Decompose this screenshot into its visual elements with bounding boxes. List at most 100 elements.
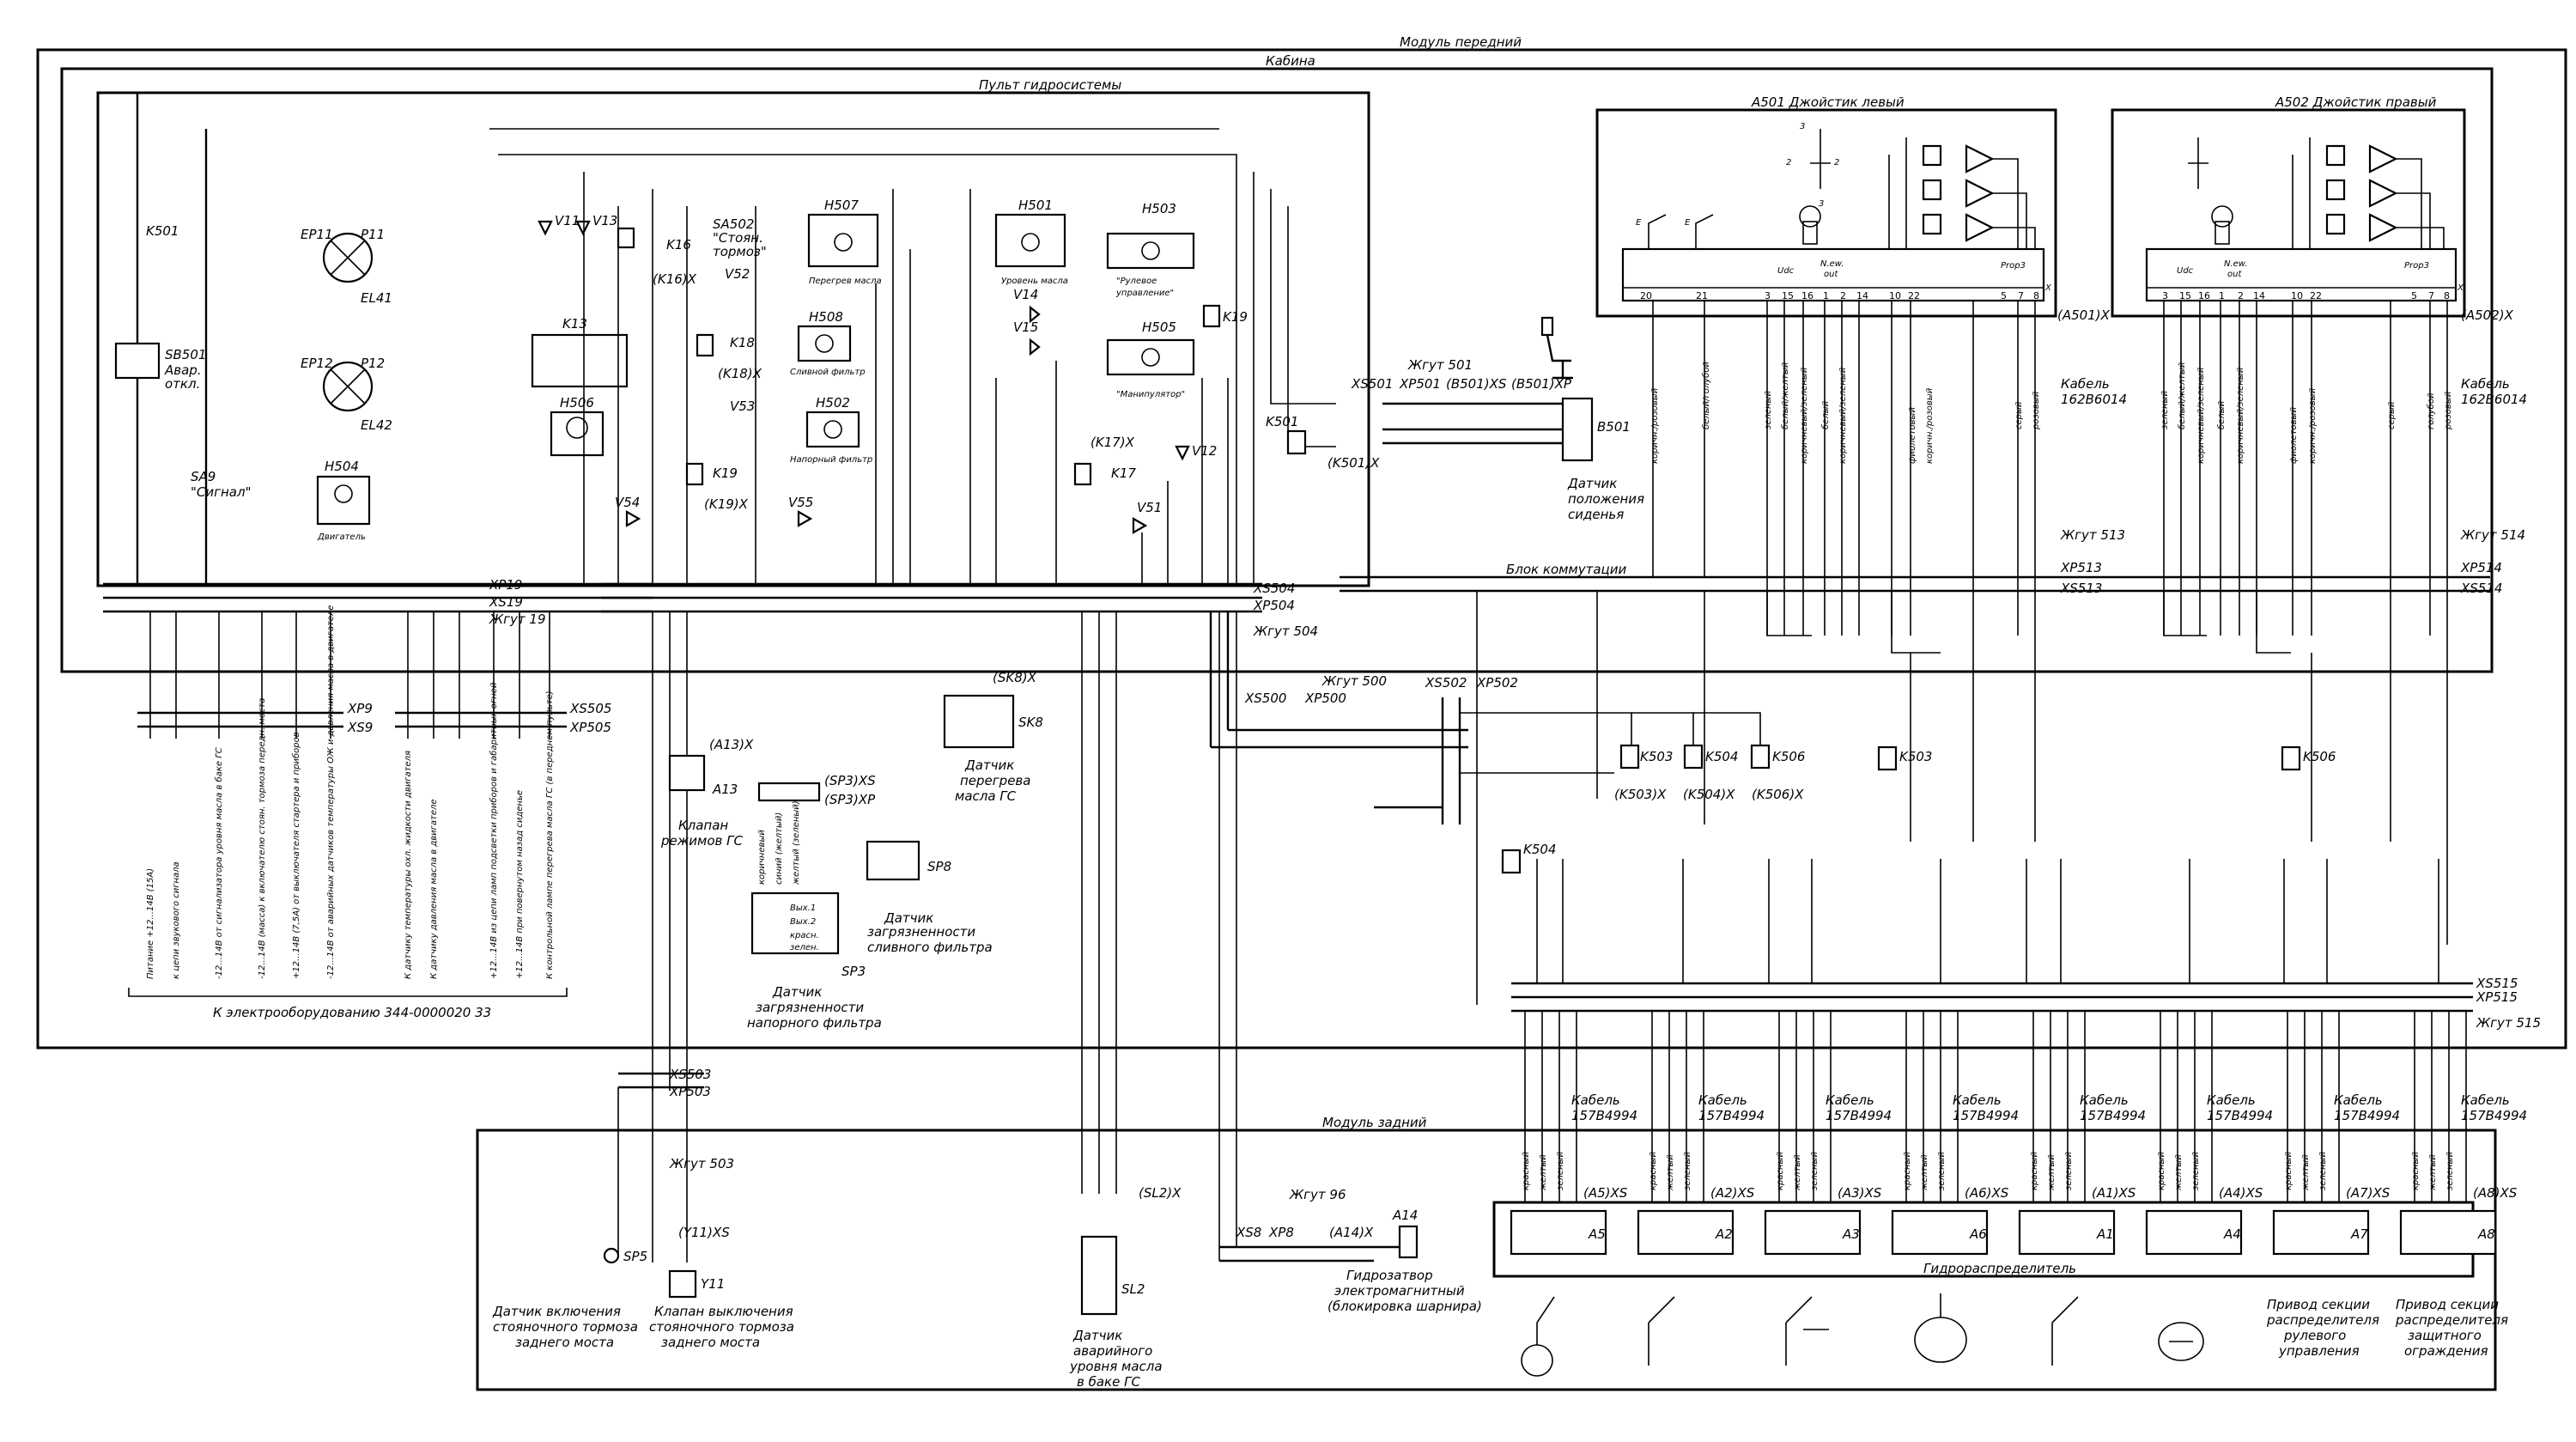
svg-text:"Рулевое: "Рулевое [1116, 277, 1157, 286]
jl-pin-21: 21 [1696, 290, 1708, 301]
svg-text:V55: V55 [788, 495, 813, 510]
section-id: A3 [1842, 1226, 1860, 1242]
rear-module-frame [476, 1129, 2497, 1391]
svg-text:(K506)X: (K506)X [1752, 787, 1804, 802]
svg-text:белый/желтый: белый/желтый [2177, 362, 2187, 429]
k16-relay [617, 227, 635, 249]
svg-text:EP12: EP12 [301, 356, 333, 371]
svg-text:H503: H503 [1142, 201, 1176, 216]
svg-text:XP500: XP500 [1304, 691, 1346, 706]
h505-indicator [1106, 338, 1195, 376]
section-connector-label: (A8)XS [2473, 1185, 2518, 1201]
svg-text:розовый: розовый [2032, 391, 2041, 430]
section-wire-color: красный [1776, 1152, 1785, 1190]
cabin-title: Кабина [1266, 53, 1315, 69]
k504b-relay [1501, 849, 1522, 874]
svg-text:EL41: EL41 [361, 290, 392, 306]
seat-icon [1540, 316, 1573, 380]
jl-pin-10: 10 [1889, 290, 1901, 301]
k506-relay [1750, 744, 1771, 770]
section-id: A8 [2477, 1226, 2495, 1242]
svg-text:K19: K19 [1223, 309, 1248, 325]
section-wire-color: красный [2030, 1152, 2039, 1190]
svg-text:тормоз": тормоз" [713, 244, 767, 259]
jr-pin-10: 10 [2291, 290, 2303, 301]
section-box [2399, 1209, 2497, 1256]
svg-text:Udc: Udc [1777, 266, 1795, 276]
cabin-frame [60, 67, 2494, 673]
svg-text:SP3: SP3 [841, 964, 866, 979]
joystick-cable-wires [1652, 301, 2448, 636]
section-connector-label: (A2)XS [1710, 1185, 1755, 1201]
svg-text:(SK8)X: (SK8)X [993, 670, 1037, 685]
jl-pin-1: 1 [1823, 290, 1829, 301]
jl-pin-16: 16 [1801, 290, 1814, 301]
section-wire-color: желтый [1920, 1154, 1929, 1191]
hydraulic-panel-title: Пульт гидросистемы [979, 77, 1121, 93]
k501-label: K501 [146, 223, 179, 239]
svg-text:SP8: SP8 [927, 859, 951, 874]
svg-text:положения: положения [1568, 491, 1644, 507]
section-box [1891, 1209, 1989, 1256]
section-id: A5 [1588, 1226, 1606, 1242]
svg-text:K501: K501 [1266, 414, 1298, 429]
svg-text:XS515: XS515 [2476, 976, 2518, 991]
note-seat-turned: +12...14В при повернутом назад сиденье [515, 790, 525, 979]
svg-text:3: 3 [1800, 122, 1805, 131]
jl-pin-8: 8 [2033, 290, 2039, 301]
section-wire-color: красный [2157, 1152, 2166, 1190]
svg-text:(K501)X: (K501)X [1327, 455, 1380, 471]
section-cable-label: Кабель [1826, 1092, 1874, 1108]
section-cable-code: 157B4994 [2461, 1108, 2527, 1123]
svg-text:коричневый/зеленый: коричневый/зеленый [2236, 367, 2245, 464]
svg-text:H504: H504 [325, 459, 359, 474]
xs504-label: XS504 [1253, 581, 1295, 596]
svg-text:Сливной фильтр: Сливной фильтр [790, 368, 866, 377]
svg-text:заднего моста: заднего моста [515, 1335, 614, 1350]
svg-text:белый: белый [2216, 400, 2227, 429]
joystick-left-title: A501 Джойстик левый [1751, 94, 1905, 110]
svg-text:желтый (зеленый): желтый (зеленый) [792, 800, 801, 885]
svg-text:SK8: SK8 [1018, 715, 1043, 730]
h501-indicator [994, 213, 1066, 268]
svg-text:out: out [2227, 270, 2242, 279]
svg-text:XS8: XS8 [1236, 1225, 1261, 1240]
k503-relay [1619, 744, 1640, 770]
section-connector-label: (A4)XS [2219, 1185, 2263, 1201]
jr-pin-14: 14 [2253, 290, 2265, 301]
svg-text:K16: K16 [666, 237, 691, 253]
section-wire-color: зеленый [1937, 1152, 1947, 1190]
svg-text:V54: V54 [615, 495, 640, 510]
svg-text:Перегрев масла: Перегрев масла [809, 277, 882, 286]
section-cable-code: 157B4994 [1826, 1108, 1892, 1123]
section-connector-label: (A6)XS [1965, 1185, 2009, 1201]
section-wire-color: зеленый [2445, 1152, 2455, 1190]
svg-text:стояночного тормоза: стояночного тормоза [493, 1319, 638, 1335]
k18-relay [696, 333, 714, 357]
svg-text:K503: K503 [1899, 749, 1932, 764]
sb501-switch [114, 342, 161, 380]
xs513: XS513 [2060, 581, 2102, 596]
sp5-sensor [603, 1247, 620, 1264]
svg-text:3: 3 [1819, 199, 1824, 209]
svg-text:V53: V53 [730, 399, 755, 414]
svg-text:SP5: SP5 [623, 1249, 647, 1264]
section-box [1510, 1209, 1607, 1256]
svg-text:SA9: SA9 [191, 469, 216, 484]
svg-text:загрязненности: загрязненности [756, 1000, 864, 1015]
svg-text:(A13)X: (A13)X [709, 737, 754, 752]
legend-right-4: ограждения [2404, 1343, 2488, 1359]
svg-text:сиденья: сиденья [1568, 507, 1624, 522]
svg-text:Жгут 500: Жгут 500 [1321, 673, 1387, 689]
note-coolant-temp: К датчику температуры охл. жидкости двиг… [404, 751, 413, 979]
k501-relay [1286, 429, 1307, 455]
svg-text:2: 2 [1786, 158, 1791, 167]
xs514: XS514 [2460, 581, 2502, 596]
guard-symbol [2158, 1322, 2204, 1361]
hydro-distributor-title: Гидрораспределитель [1923, 1261, 2076, 1276]
svg-text:(K16)X: (K16)X [653, 271, 697, 287]
section-wire-color: зеленый [2318, 1152, 2328, 1190]
svg-text:K17: K17 [1111, 465, 1136, 481]
